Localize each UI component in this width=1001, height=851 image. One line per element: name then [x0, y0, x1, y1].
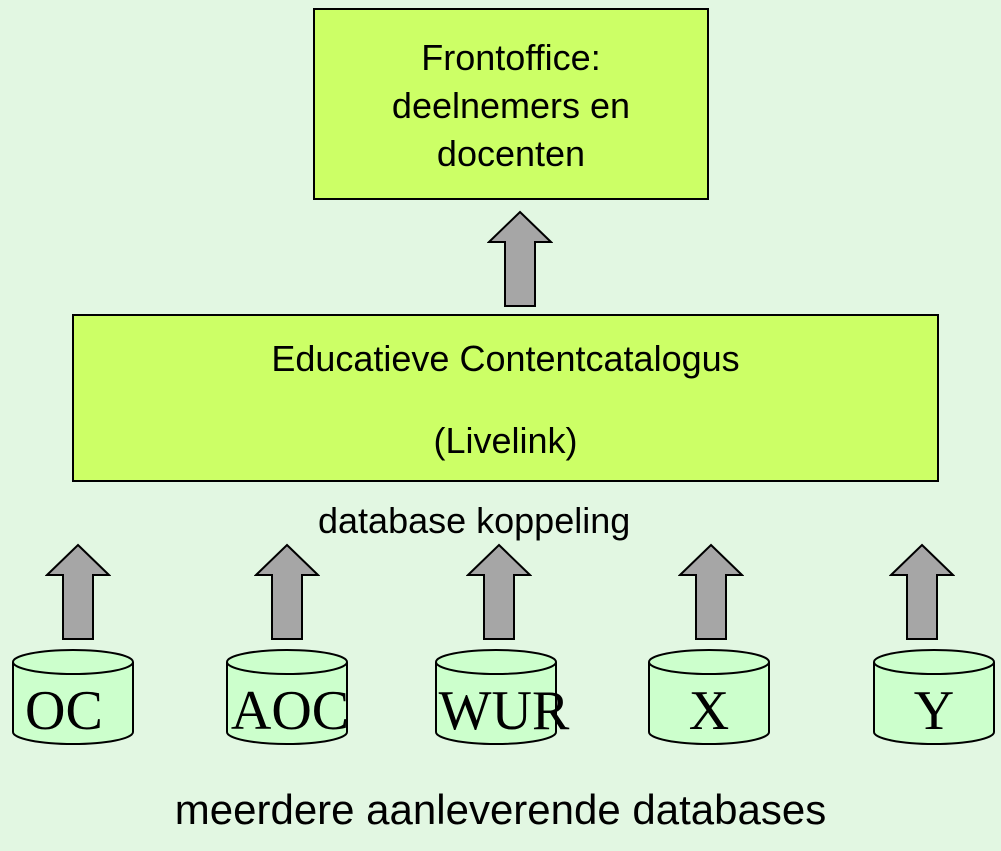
- arrow-up-icon: [254, 543, 320, 640]
- arrow-up-icon: [487, 210, 553, 307]
- database-y: [873, 649, 995, 745]
- database-label-aoc: AOC: [230, 680, 350, 742]
- frontoffice-line-3: docenten: [436, 133, 586, 174]
- frontoffice-line-2: deelnemers en: [391, 85, 631, 126]
- database-label-x: X: [688, 680, 730, 742]
- catalog-subtitle: (Livelink): [433, 420, 578, 461]
- frontoffice-box: Frontoffice: deelnemers en docenten: [313, 8, 709, 200]
- frontoffice-line-1: Frontoffice:: [421, 37, 601, 78]
- link-label: database koppeling: [318, 500, 631, 541]
- footer-caption: meerdere aanleverende databases: [174, 786, 827, 833]
- database-aoc: [226, 649, 348, 745]
- database-label-y: Y: [913, 680, 955, 742]
- arrow-up-icon: [466, 543, 532, 640]
- arrow-up-icon: [678, 543, 744, 640]
- arrow-up-icon: [45, 543, 111, 640]
- database-wur: [435, 649, 557, 745]
- catalog-title: Educatieve Contentcatalogus: [271, 338, 740, 379]
- database-oc: [12, 649, 134, 745]
- catalog-box: Educatieve Contentcatalogus (Livelink): [72, 314, 939, 482]
- database-label-wur: WUR: [438, 680, 570, 742]
- database-x: [648, 649, 770, 745]
- database-label-oc: OC: [25, 680, 103, 742]
- arrow-up-icon: [889, 543, 955, 640]
